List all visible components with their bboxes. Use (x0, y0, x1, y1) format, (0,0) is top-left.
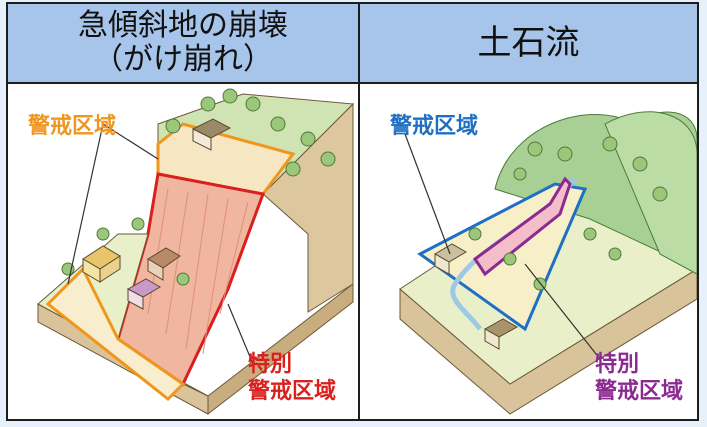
special-label-line2-left: 警戒区域 (248, 379, 337, 404)
warning-zone-bottom (45, 266, 186, 402)
debris-flow-panel: 警戒区域 特別 警戒区域 (360, 84, 697, 419)
special-label-line2-right: 警戒区域 (595, 379, 684, 404)
landslide-subtitle: （がけ崩れ） (93, 42, 273, 77)
landslide-panel: 警戒区域 特別 警戒区域 (8, 84, 360, 419)
special-warning-zone-right (472, 176, 572, 277)
header-landslide: 急傾斜地の崩壊 （がけ崩れ） (8, 4, 360, 84)
house-icon (126, 278, 161, 310)
warning-area-label-left: 警戒区域 (28, 114, 117, 139)
landslide-title: 急傾斜地の崩壊 (78, 8, 288, 43)
house-icon (82, 245, 121, 283)
debris-flow-illustration (399, 111, 697, 415)
special-label-line1-left: 特別 (248, 352, 293, 377)
tree-icons (468, 136, 668, 291)
tree-icons (61, 88, 336, 286)
house-icon (191, 118, 232, 151)
warning-area-label-right: 警戒区域 (390, 114, 479, 139)
landslide-illustration (37, 88, 355, 416)
debris-flow-title: 土石流 (477, 23, 580, 63)
house-icon (147, 247, 181, 281)
diagram-frame: 急傾斜地の崩壊 （がけ崩れ） 土石流 (6, 2, 699, 421)
house-icon (434, 243, 467, 275)
special-label-line1-right: 特別 (595, 352, 640, 377)
house-icon (483, 318, 519, 350)
header-debris-flow: 土石流 (360, 4, 697, 84)
